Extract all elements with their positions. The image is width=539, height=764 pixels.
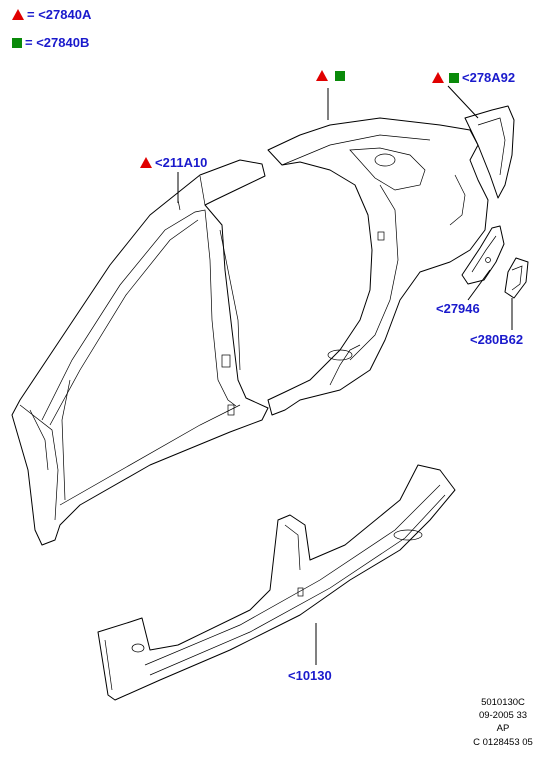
callout-label: <27946 (436, 301, 480, 316)
green-square-icon (449, 72, 459, 83)
callout-roof-rail (316, 70, 345, 81)
reference-code: 5010130C (481, 697, 525, 708)
reference-copyright: C 0128453 05 (473, 737, 533, 748)
red-triangle-icon (140, 157, 152, 168)
callout-label: <211A10 (155, 155, 208, 170)
callout-278a92: <278A92 (432, 70, 515, 85)
bracket-27946-part (461, 225, 505, 285)
legend-label: = <27840B (25, 35, 90, 50)
legend-item-27840b: = <27840B (12, 35, 89, 50)
callout-280b62: <280B62 (470, 332, 523, 347)
callout-label: <278A92 (462, 70, 516, 85)
front-side-panel (11, 159, 269, 546)
callout-27946: <27946 (436, 301, 480, 316)
red-triangle-icon (432, 72, 444, 83)
quarter-extension-part (464, 105, 515, 199)
callout-label: <280B62 (470, 332, 524, 347)
green-square-icon (12, 37, 22, 48)
sill-panel-part (97, 464, 456, 701)
red-triangle-icon (316, 70, 328, 81)
callout-10130: <10130 (288, 668, 332, 683)
legend-label: = <27840A (27, 7, 92, 22)
callout-211a10: <211A10 (140, 155, 207, 170)
leader-278a92 (447, 85, 479, 119)
rear-quarter-panel (267, 117, 489, 416)
legend-item-27840a: = <27840A (12, 7, 91, 22)
green-square-icon (335, 70, 345, 81)
reference-date: 09-2005 33 (478, 710, 528, 721)
reference-region: AP (496, 723, 510, 734)
leader-27946 (467, 269, 491, 301)
callout-label: <10130 (288, 668, 332, 683)
bracket-280b62-part (504, 257, 529, 299)
red-triangle-icon (12, 9, 24, 20)
